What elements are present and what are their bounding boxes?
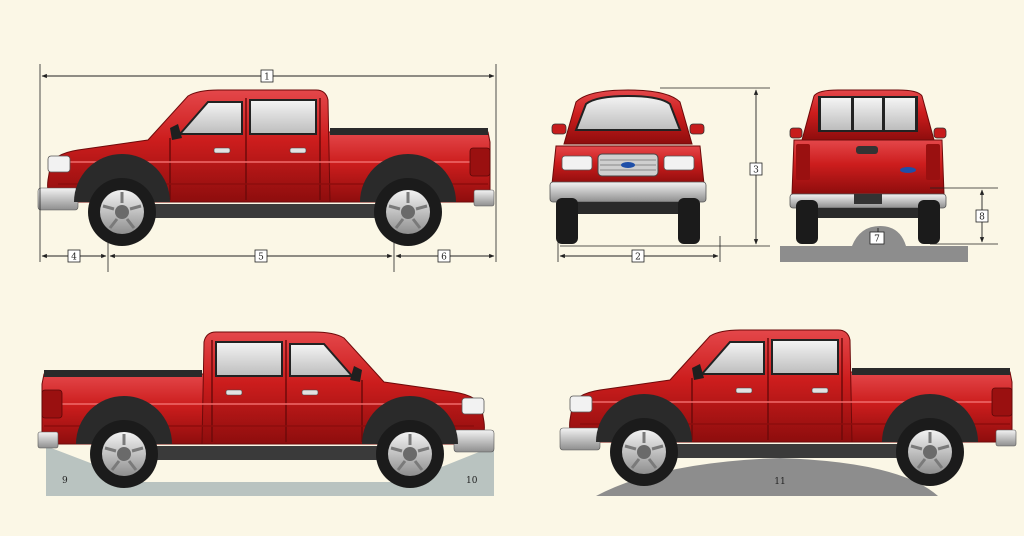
label-departure-ramp: 10: [466, 476, 478, 486]
dimension-label-ground-clearance: 7: [874, 235, 880, 245]
ramp-ground: [46, 446, 494, 496]
dimension-tag-box: [869, 231, 885, 245]
extension-lines-front: [557, 87, 998, 262]
dimension-tag-box: [975, 209, 989, 223]
dimension-tag-box: [749, 162, 763, 176]
dimension-tag-box: [67, 249, 81, 263]
dimension-tag-box: [631, 249, 645, 263]
front-rear-view-dimensioned: 2 3 7 8: [549, 87, 998, 263]
breakover-hump: [596, 458, 938, 496]
dimension-label-overall-length: 1: [264, 73, 270, 83]
dimension-tag-box: [437, 249, 451, 263]
side-view-dimensioned: 1 4 5 6: [38, 64, 497, 272]
dimension-label-track-width: 2: [635, 253, 641, 263]
dimension-tag-box: [260, 69, 274, 83]
dimension-label-overall-height: 3: [753, 166, 759, 176]
label-ramp-breakover: 11: [774, 477, 785, 487]
extension-lines: [39, 64, 497, 272]
dimension-label-wheelbase: 5: [258, 253, 264, 263]
breakover-view: 11: [560, 330, 1016, 496]
dimension-label-front-overhang: 4: [71, 253, 77, 263]
approach-departure-view: 9 10: [38, 332, 494, 496]
dimension-label-load-height: 8: [979, 213, 985, 223]
dimension-tag-box: [254, 249, 268, 263]
dimension-label-rear-overhang: 6: [441, 253, 447, 263]
label-approach-ramp: 9: [62, 476, 68, 486]
